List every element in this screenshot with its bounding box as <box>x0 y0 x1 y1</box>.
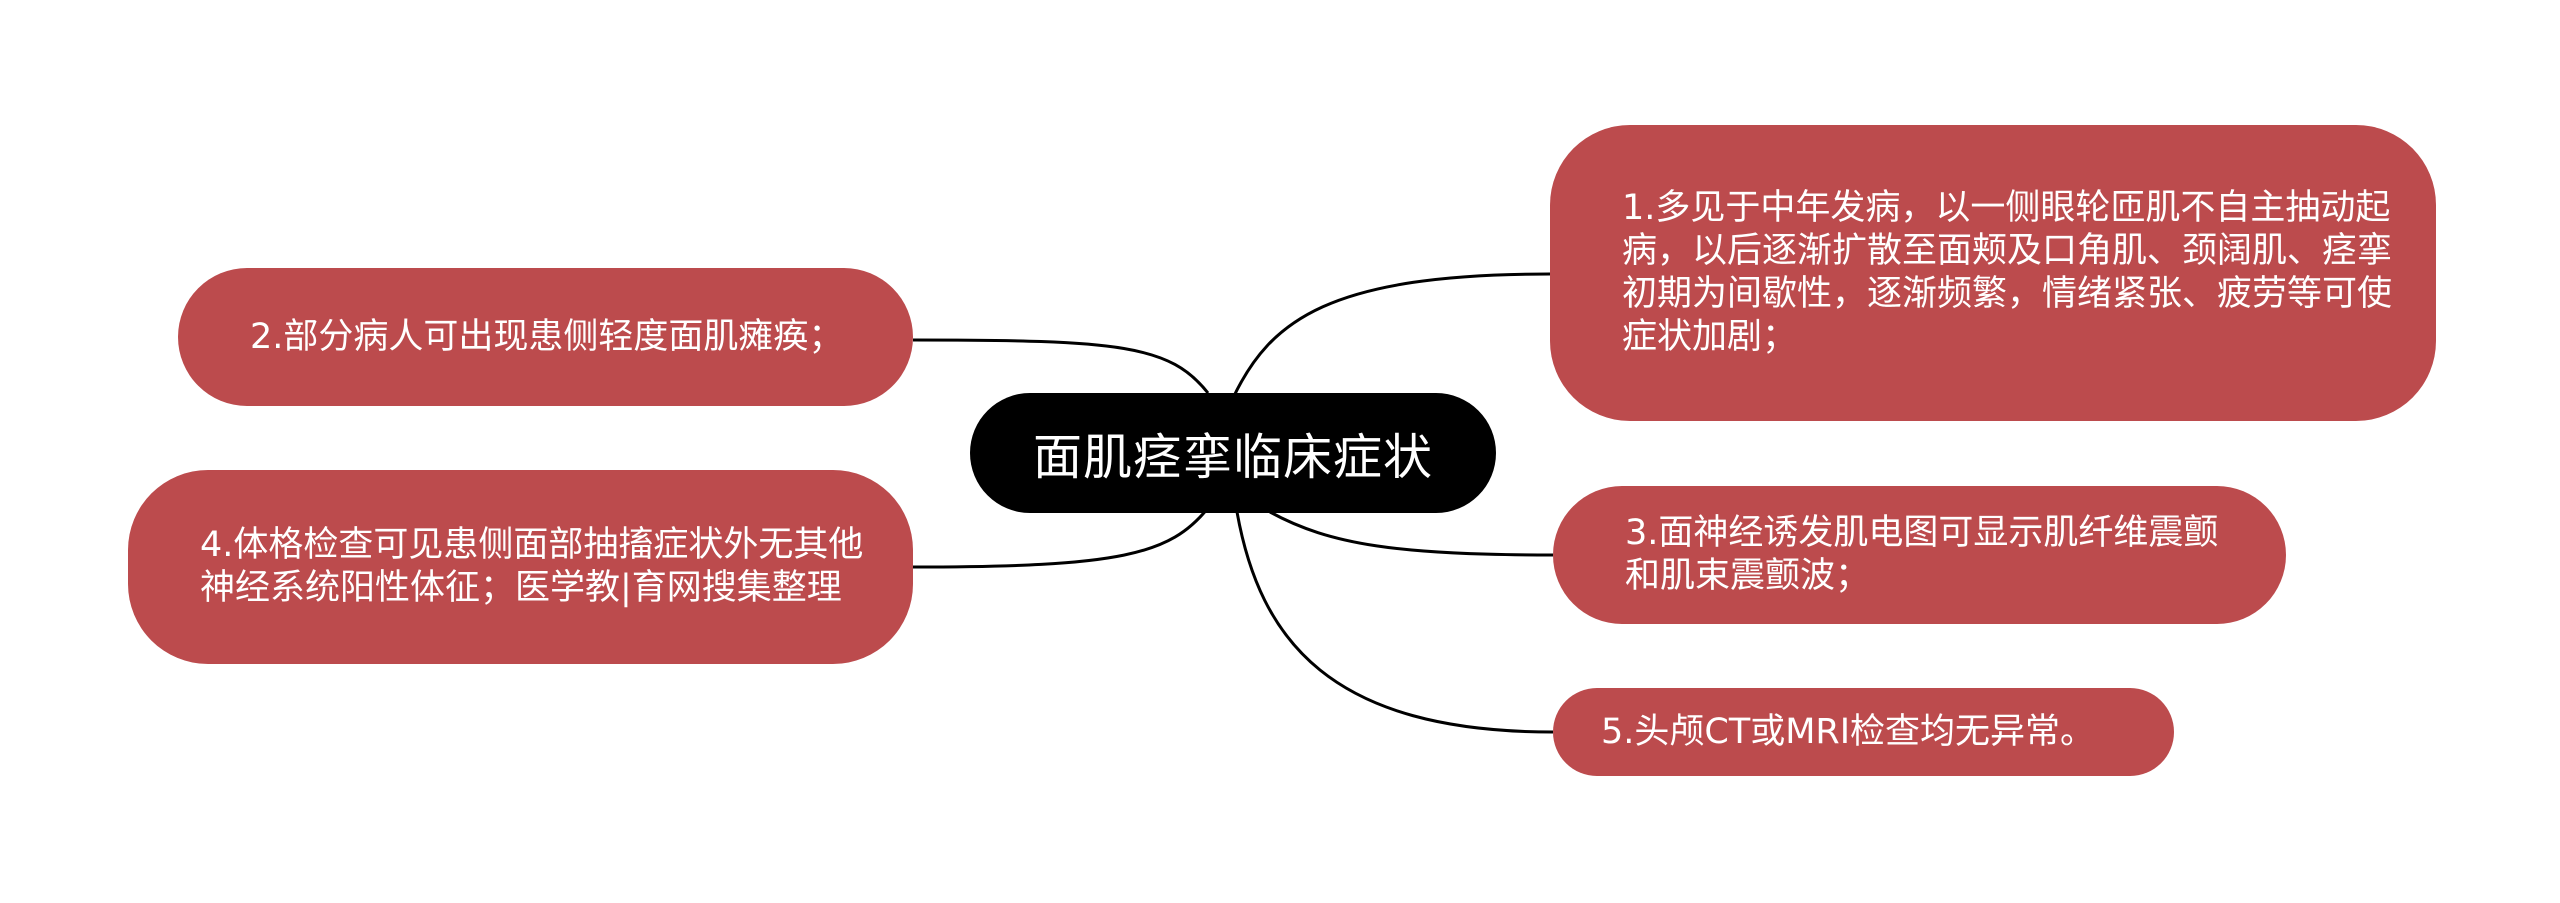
branch-node-1-text: 1.多见于中年发病，以一侧眼轮匝肌不自主抽动起病，以后逐渐扩散至面颊及口角肌、颈… <box>1622 188 2393 357</box>
central-topic[interactable]: 面肌痉挛临床症状 <box>970 393 1496 513</box>
branch-node-3[interactable]: 3.面神经诱发肌电图可显示肌纤维震颤和肌束震颤波； <box>1553 486 2286 624</box>
connector-branch-3 <box>1269 510 1554 557</box>
connector-branch-5 <box>1235 511 1554 734</box>
branch-node-1[interactable]: 1.多见于中年发病，以一侧眼轮匝肌不自主抽动起病，以后逐渐扩散至面颊及口角肌、颈… <box>1550 125 2436 421</box>
branch-node-2[interactable]: 2.部分病人可出现患侧轻度面肌瘫痪； <box>178 268 913 406</box>
connector-branch-1 <box>1231 272 1551 399</box>
branch-node-2-text: 2.部分病人可出现患侧轻度面肌瘫痪； <box>250 316 844 357</box>
branch-node-3-text: 3.面神经诱发肌电图可显示肌纤维震颤和肌束震颤波； <box>1625 513 2219 596</box>
branch-node-4-text: 4.体格检查可见患侧面部抽搐症状外无其他神经系统阳性体征；医学教|育网搜集整理 <box>200 525 864 608</box>
branch-node-5-text: 5.头颅CT或MRI检查均无异常。 <box>1601 711 2096 752</box>
branch-node-5[interactable]: 5.头颅CT或MRI检查均无异常。 <box>1553 688 2174 776</box>
branch-node-4[interactable]: 4.体格检查可见患侧面部抽搐症状外无其他神经系统阳性体征；医学教|育网搜集整理 <box>128 470 913 664</box>
connector-branch-2 <box>912 338 1210 394</box>
central-topic-label: 面肌痉挛临床症状 <box>1032 428 1433 486</box>
connector-branch-4 <box>912 507 1210 569</box>
